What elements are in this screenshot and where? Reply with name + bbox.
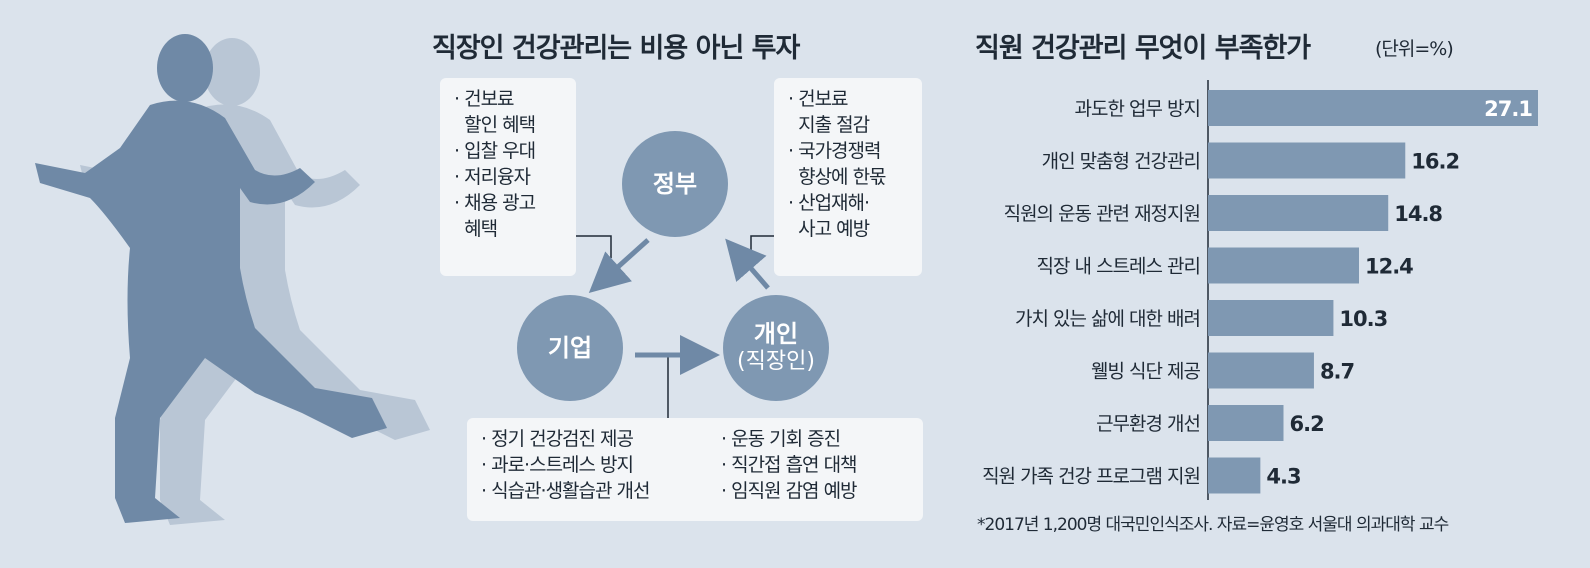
- bar-chart: 과도한 업무 방지 27.1 개인 맞춤형 건강관리 16.2 직원의 운동 관련 재정…: [982, 80, 1538, 500]
- value-label: 27.1: [1484, 97, 1532, 121]
- benefit-item: 사고 예방: [798, 218, 870, 240]
- benefit-item: 산업재해·: [788, 190, 922, 216]
- category-label: 가치 있는 삶에 대한 배려: [1015, 308, 1200, 330]
- diagram-title: 직장인 건강관리는 비용 아닌 투자: [432, 33, 800, 64]
- benefit-item: 국가경쟁력: [788, 138, 922, 164]
- bar: [1208, 142, 1406, 179]
- action-item: 직간접 흡연 대책: [721, 452, 857, 478]
- benefit-item: 저리융자: [454, 164, 576, 190]
- runner-silhouette-illustration: [35, 34, 430, 525]
- bar: [1208, 405, 1284, 441]
- benefit-item: 채용 광고: [454, 190, 576, 216]
- corporation-node: 기업: [517, 295, 623, 401]
- connector-line: [750, 235, 774, 258]
- chart-title: 직원 건강관리 무엇이 부족한가: [975, 33, 1311, 64]
- benefit-item: 지출 절감: [798, 114, 870, 136]
- benefit-item: 입찰 우대: [454, 138, 576, 164]
- category-label: 직원의 운동 관련 재정지원: [1004, 203, 1200, 225]
- source-note: *2017년 1,200명 대국민인식조사. 자료=윤영호 서울대 의과대학 교…: [977, 515, 1449, 535]
- value-label: 12.4: [1365, 255, 1413, 279]
- category-label: 과도한 업무 방지: [1075, 98, 1200, 120]
- government-benefits-box: 건보료 할인 혜택 입찰 우대 저리융자 채용 광고 혜택: [440, 78, 576, 276]
- bar: [1208, 90, 1538, 126]
- bar: [1208, 247, 1359, 284]
- corporate-actions-box: 정기 건강검진 제공 과로·스트레스 방지 식습관·생활습관 개선 운동 기회 …: [467, 418, 923, 521]
- bar: [1208, 457, 1261, 494]
- bar: [1208, 352, 1314, 389]
- action-item: 식습관·생활습관 개선: [481, 478, 650, 504]
- individual-label: 개인: [753, 320, 799, 348]
- benefit-item: 건보료: [454, 86, 576, 112]
- benefit-item: 혜택: [464, 218, 498, 240]
- category-label: 직원 가족 건강 프로그램 지원: [982, 466, 1200, 488]
- bar: [1208, 195, 1389, 231]
- category-label: 근무환경 개선: [1096, 413, 1200, 435]
- benefit-item: 할인 혜택: [464, 114, 536, 136]
- benefit-item: 향상에 한몫: [798, 166, 886, 188]
- value-label: 8.7: [1320, 360, 1354, 384]
- government-node: 정부: [622, 131, 728, 237]
- individual-sublabel: (직장인): [737, 349, 815, 374]
- value-label: 10.3: [1339, 307, 1387, 331]
- category-label: 웰빙 식단 제공: [1091, 361, 1200, 383]
- category-label: 직장 내 스트레스 관리: [1037, 256, 1200, 278]
- value-label: 4.3: [1266, 465, 1300, 489]
- individual-benefits-box: 건보료 지출 절감 국가경쟁력 향상에 한몫 산업재해· 사고 예방: [774, 78, 922, 276]
- value-label: 14.8: [1394, 202, 1442, 226]
- corporation-label: 기업: [547, 334, 593, 362]
- category-label: 개인 맞춤형 건강관리: [1042, 151, 1200, 173]
- arrow-ind-to-gov: [725, 238, 770, 290]
- government-label: 정부: [652, 170, 698, 198]
- chart-unit-label: (단위=%): [1375, 38, 1454, 60]
- arrow-gov-to-corp: [588, 238, 650, 294]
- individual-node: 개인 (직장인): [723, 295, 829, 401]
- action-item: 정기 건강검진 제공: [481, 426, 650, 452]
- value-label: 6.2: [1289, 412, 1323, 436]
- bar: [1208, 300, 1334, 336]
- action-item: 운동 기회 증진: [721, 426, 857, 452]
- action-item: 임직원 감염 예방: [721, 478, 857, 504]
- connector-line: [576, 235, 612, 258]
- value-label: 16.2: [1411, 150, 1459, 174]
- action-item: 과로·스트레스 방지: [481, 452, 650, 478]
- benefit-item: 건보료: [788, 86, 922, 112]
